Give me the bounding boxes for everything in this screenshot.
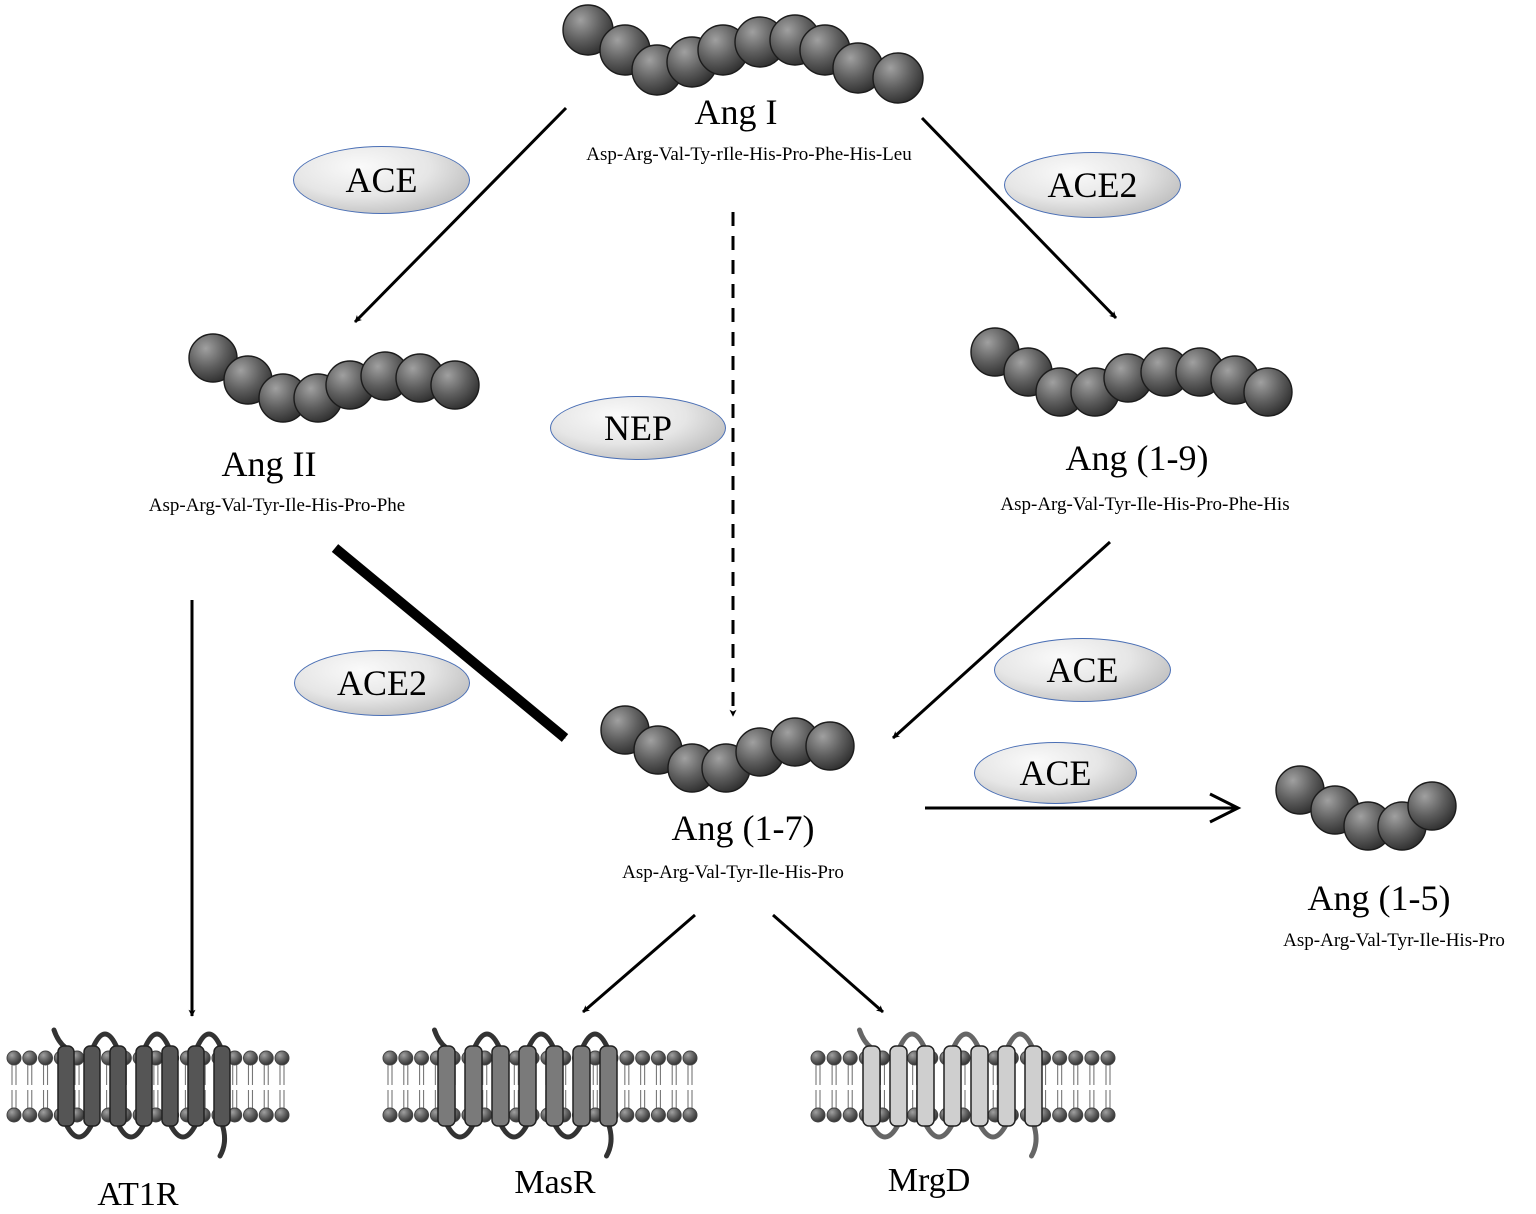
enzyme-ace-ang1-to-ang2: ACE (293, 146, 470, 214)
receptor-at1r-label: AT1R (97, 1176, 179, 1213)
receptor-mrgd-label: MrgD (887, 1162, 971, 1199)
enzyme-ace2-ang2-to-ang17: ACE2 (294, 650, 470, 716)
receptor-masr-label: MasR (514, 1164, 596, 1201)
enzyme-ace-ang19-to-ang17: ACE (994, 638, 1171, 702)
peptide-ang17-beads (600, 705, 855, 793)
arrow-ang17-to-mrgd (772, 913, 884, 1014)
arrow-ang2-to-ang17 (331, 544, 569, 742)
ang15-sequence: Asp-Arg-Val-Tyr-Ile-His-Pro (1283, 930, 1505, 951)
ang1-sequence: Asp-Arg-Val-Ty-rIle-His-Pro-Phe-His-Leu (586, 144, 912, 165)
ang15-name: Ang (1-5) (1307, 878, 1451, 918)
enzyme-ace-ang17-to-ang15: ACE (974, 742, 1137, 804)
receptor-mrgd-membrane (810, 1027, 1116, 1159)
receptor-masr-membrane (382, 1027, 698, 1159)
ang1-name: Ang I (694, 92, 778, 132)
peptide-ang2-beads (188, 333, 480, 423)
receptor-at1r-membrane (6, 1027, 290, 1159)
arrow-ang17-to-ang15 (925, 792, 1242, 824)
enzyme-ace2-ang1-to-ang19: ACE2 (1004, 152, 1181, 218)
ang2-name: Ang II (221, 444, 317, 484)
ang17-sequence: Asp-Arg-Val-Tyr-Ile-His-Pro (622, 862, 844, 883)
arrow-ang19-to-ang17 (891, 540, 1112, 740)
peptide-ang1-beads (562, 4, 924, 104)
ang17-name: Ang (1-7) (671, 808, 815, 848)
peptide-ang15-beads (1275, 765, 1457, 851)
ang2-sequence: Asp-Arg-Val-Tyr-Ile-His-Pro-Phe (148, 495, 406, 516)
enzyme-nep-ang1-to-ang17: NEP (550, 396, 726, 460)
peptide-ang19-beads (970, 327, 1293, 417)
arrow-ang17-to-masr (582, 913, 696, 1014)
ang19-name: Ang (1-9) (1065, 438, 1209, 478)
arrow-ang1-to-ang19 (920, 116, 1118, 320)
arrow-ang1-to-ang2 (353, 106, 568, 324)
ang19-sequence: Asp-Arg-Val-Tyr-Ile-His-Pro-Phe-His (1000, 494, 1290, 515)
